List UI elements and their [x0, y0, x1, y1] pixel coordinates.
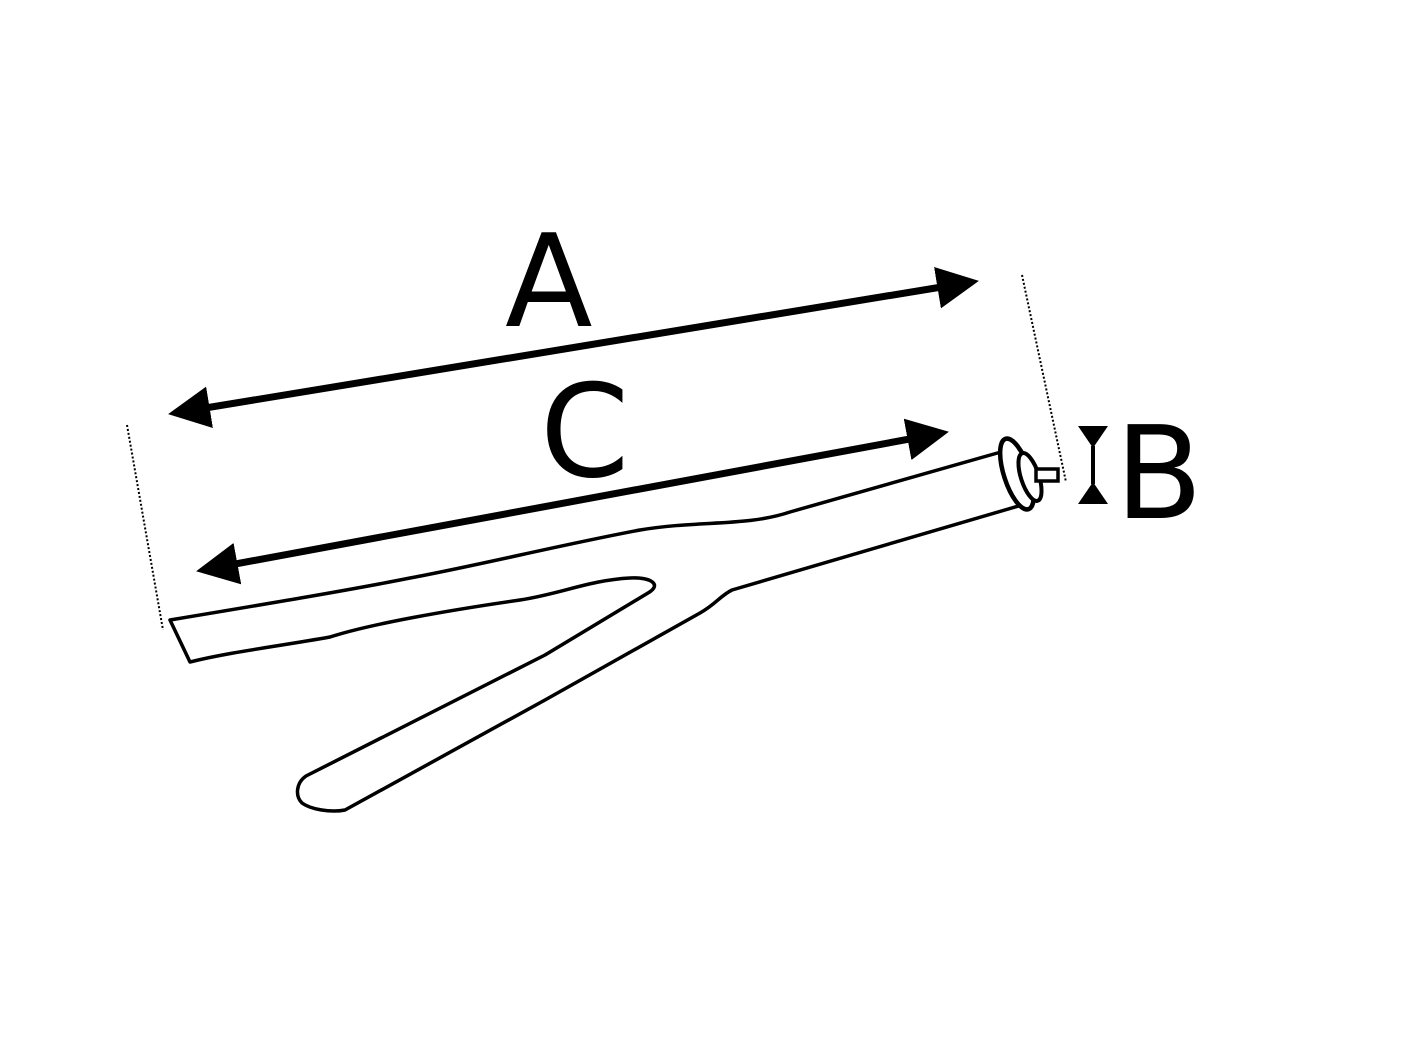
label-b: B [1115, 400, 1203, 549]
part-outline [168, 448, 1024, 813]
extension-line-left-a [126, 424, 164, 631]
dimension-arrow-a [168, 266, 979, 429]
dimension-indicator-b [1078, 426, 1108, 504]
extension-line-right-a [1021, 274, 1067, 483]
dimension-arrow-c [196, 418, 949, 585]
label-c: C [540, 358, 629, 507]
label-a: A [505, 208, 593, 357]
end-cap [997, 436, 1060, 512]
